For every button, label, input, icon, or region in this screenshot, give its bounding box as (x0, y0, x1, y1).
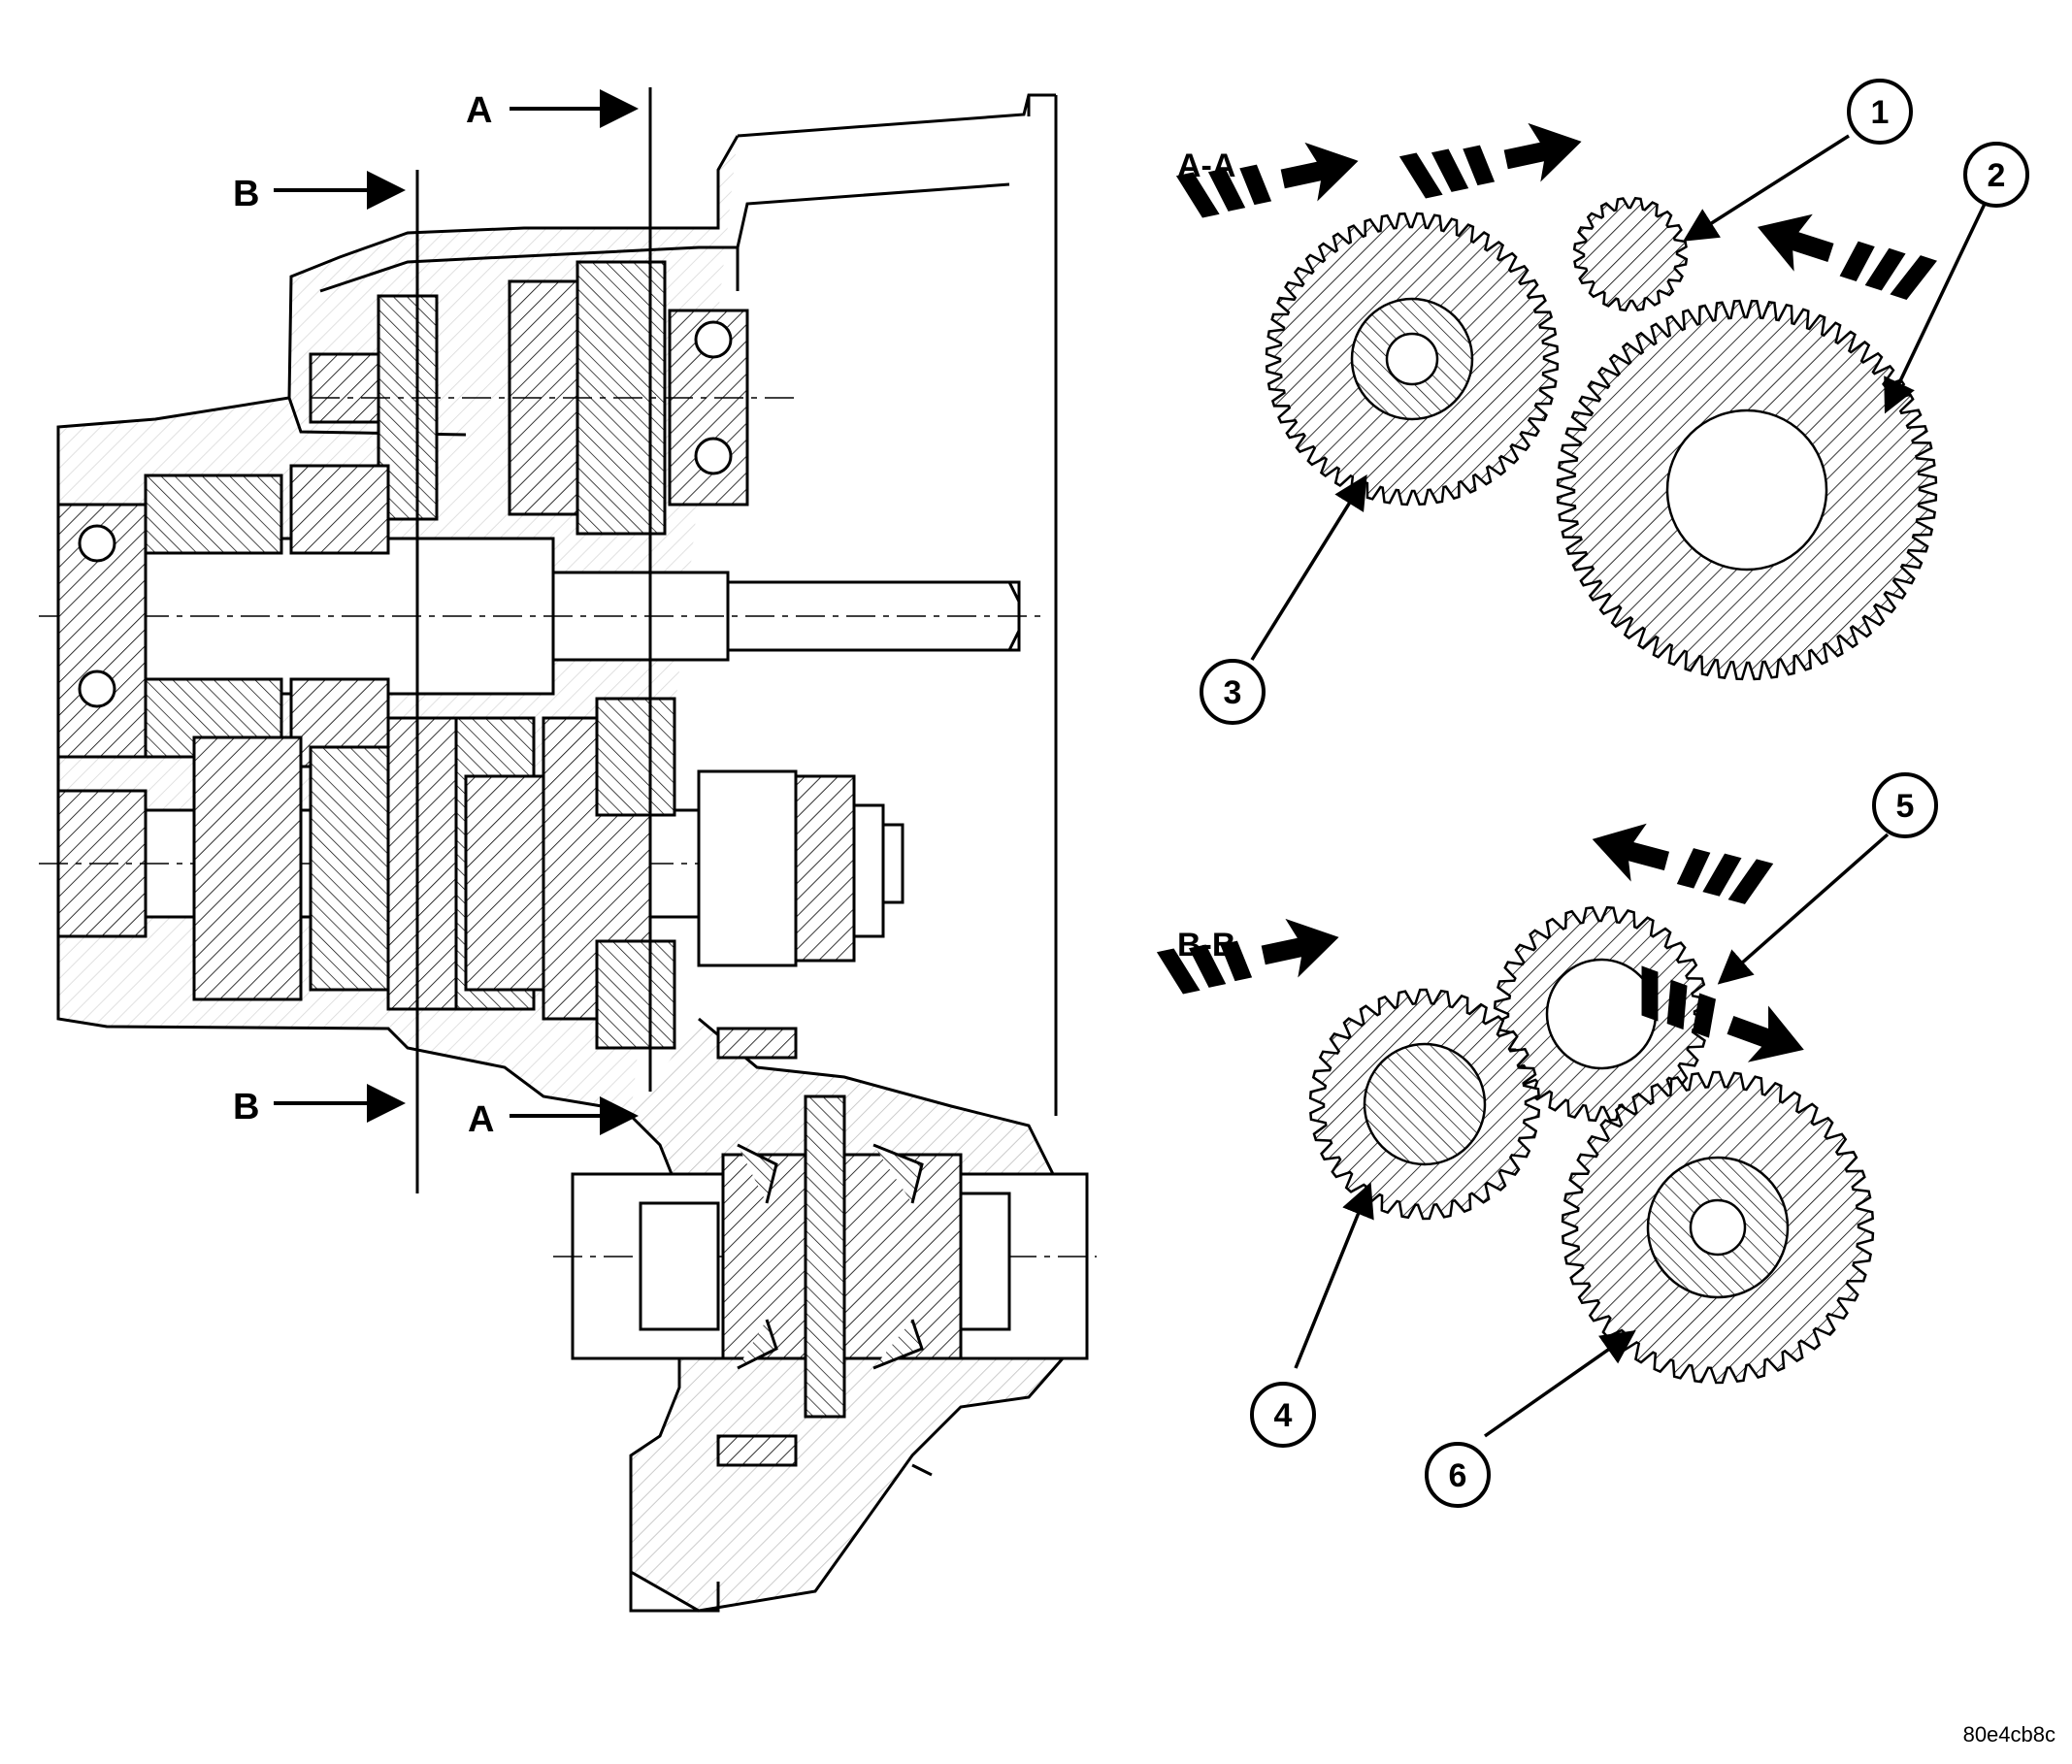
svg-text:4: 4 (1274, 1397, 1293, 1434)
gear-1-icon (1572, 196, 1689, 312)
svg-text:2: 2 (1988, 157, 2006, 194)
leader-arrow-icon (1717, 833, 1890, 985)
leader-arrow-icon (1683, 134, 1850, 242)
callout-6: 6 (1425, 1442, 1491, 1508)
leader-lines (1250, 134, 1987, 1438)
svg-text:5: 5 (1896, 788, 1915, 825)
cross-section-drawing (39, 93, 1097, 1613)
cut-arrows (274, 89, 639, 1135)
rotation-arrow-icon (1757, 213, 1937, 300)
svg-text:6: 6 (1449, 1457, 1467, 1494)
callout-5: 5 (1872, 772, 1938, 838)
callout-3: 3 (1200, 659, 1266, 725)
gear-3-icon (1265, 212, 1560, 506)
gear-5-icon (1493, 905, 1710, 1123)
section-cut-lines (415, 87, 652, 1193)
leader-arrow-icon (1250, 474, 1367, 661)
gear-2-icon (1556, 299, 1938, 681)
rotation-arrow-icon (1175, 142, 1359, 218)
cut-label-b-bottom: B (233, 1087, 259, 1127)
rotation-arrow-group (1156, 122, 1937, 1062)
gear-4-icon (1308, 988, 1541, 1221)
svg-text:3: 3 (1224, 674, 1242, 711)
leader-arrow-icon (1294, 1182, 1374, 1369)
cut-label-a-top: A (466, 90, 492, 131)
leader-arrow-icon (1884, 203, 1987, 414)
svg-text:1: 1 (1871, 94, 1890, 131)
rotation-arrow-icon (1641, 965, 1804, 1062)
cut-label-a-bottom: A (468, 1099, 494, 1140)
callout-4: 4 (1250, 1382, 1316, 1448)
rotation-arrow-icon (1398, 122, 1582, 199)
image-code: 80e4cb8c (1963, 1722, 2056, 1747)
callout-1: 1 (1847, 79, 1913, 145)
cut-label-b-top: B (233, 174, 259, 214)
gear-group (1265, 196, 1938, 1385)
gear-6-icon (1561, 1070, 1875, 1385)
rotation-arrow-icon (1156, 918, 1339, 995)
leader-arrow-icon (1483, 1329, 1636, 1438)
callout-2: 2 (1963, 142, 2029, 208)
rotation-arrow-icon (1592, 823, 1774, 904)
